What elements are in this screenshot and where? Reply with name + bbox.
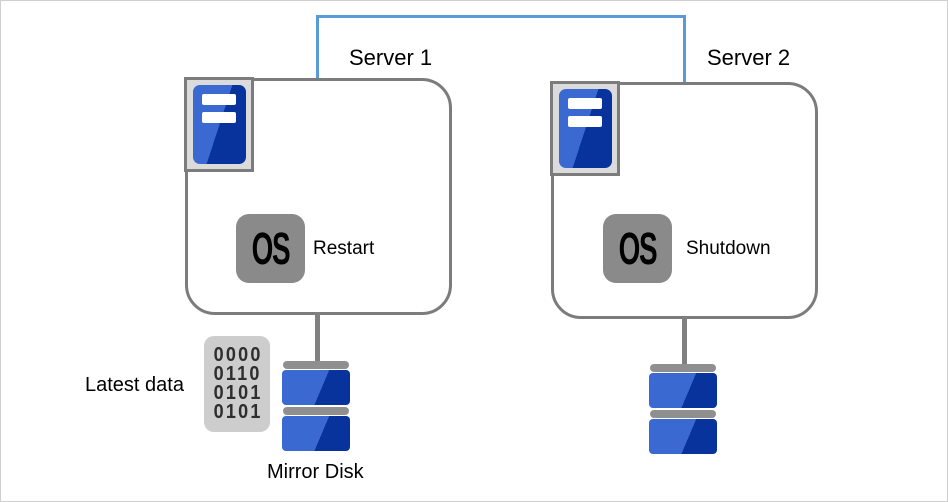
server-tower-icon — [558, 89, 612, 168]
binary-row: 0101 — [213, 382, 263, 404]
server2-disk-link-line — [682, 317, 687, 366]
binary-row: 0000 — [213, 344, 263, 366]
disk-platter — [649, 419, 717, 454]
os-label: OS — [251, 223, 291, 274]
disk-cap — [283, 361, 349, 369]
mirror-disk-label: Mirror Disk — [267, 461, 364, 483]
latest-data-label: Latest data — [85, 374, 184, 396]
drive-bay-bar — [567, 116, 602, 127]
server2-mirror-disk-icon — [649, 364, 717, 454]
binary-data-icon: 0000 0110 0101 0101 — [204, 336, 270, 432]
server2-label: Server 2 — [707, 45, 791, 70]
server-tower-icon — [192, 85, 246, 164]
binary-row: 0101 — [213, 401, 263, 423]
drive-bay-bar — [201, 94, 236, 105]
interconnect-line-left-drop — [316, 15, 319, 78]
drive-bay-bar — [567, 98, 602, 109]
server2-icon — [550, 81, 620, 176]
server1-os-icon: OS — [236, 214, 305, 283]
disk-cap — [650, 410, 716, 418]
binary-row: 0110 — [213, 363, 262, 385]
server1-label: Server 1 — [349, 45, 433, 70]
server1-mirror-disk-icon — [282, 361, 350, 451]
server1-action-label: Restart — [313, 238, 375, 259]
interconnect-line-horizontal — [316, 15, 686, 18]
interconnect-line-right-drop — [683, 15, 686, 83]
drive-bay-bar — [201, 112, 236, 123]
server1-icon — [184, 77, 254, 172]
disk-platter — [282, 416, 350, 451]
disk-platter — [649, 373, 717, 408]
server2-os-icon: OS — [603, 214, 672, 283]
disk-cap — [650, 364, 716, 372]
disk-platter — [282, 370, 350, 405]
disk-cap — [283, 407, 349, 415]
server2-action-label: Shutdown — [686, 238, 771, 259]
server1-disk-link-line — [315, 312, 320, 363]
os-label: OS — [618, 223, 658, 274]
